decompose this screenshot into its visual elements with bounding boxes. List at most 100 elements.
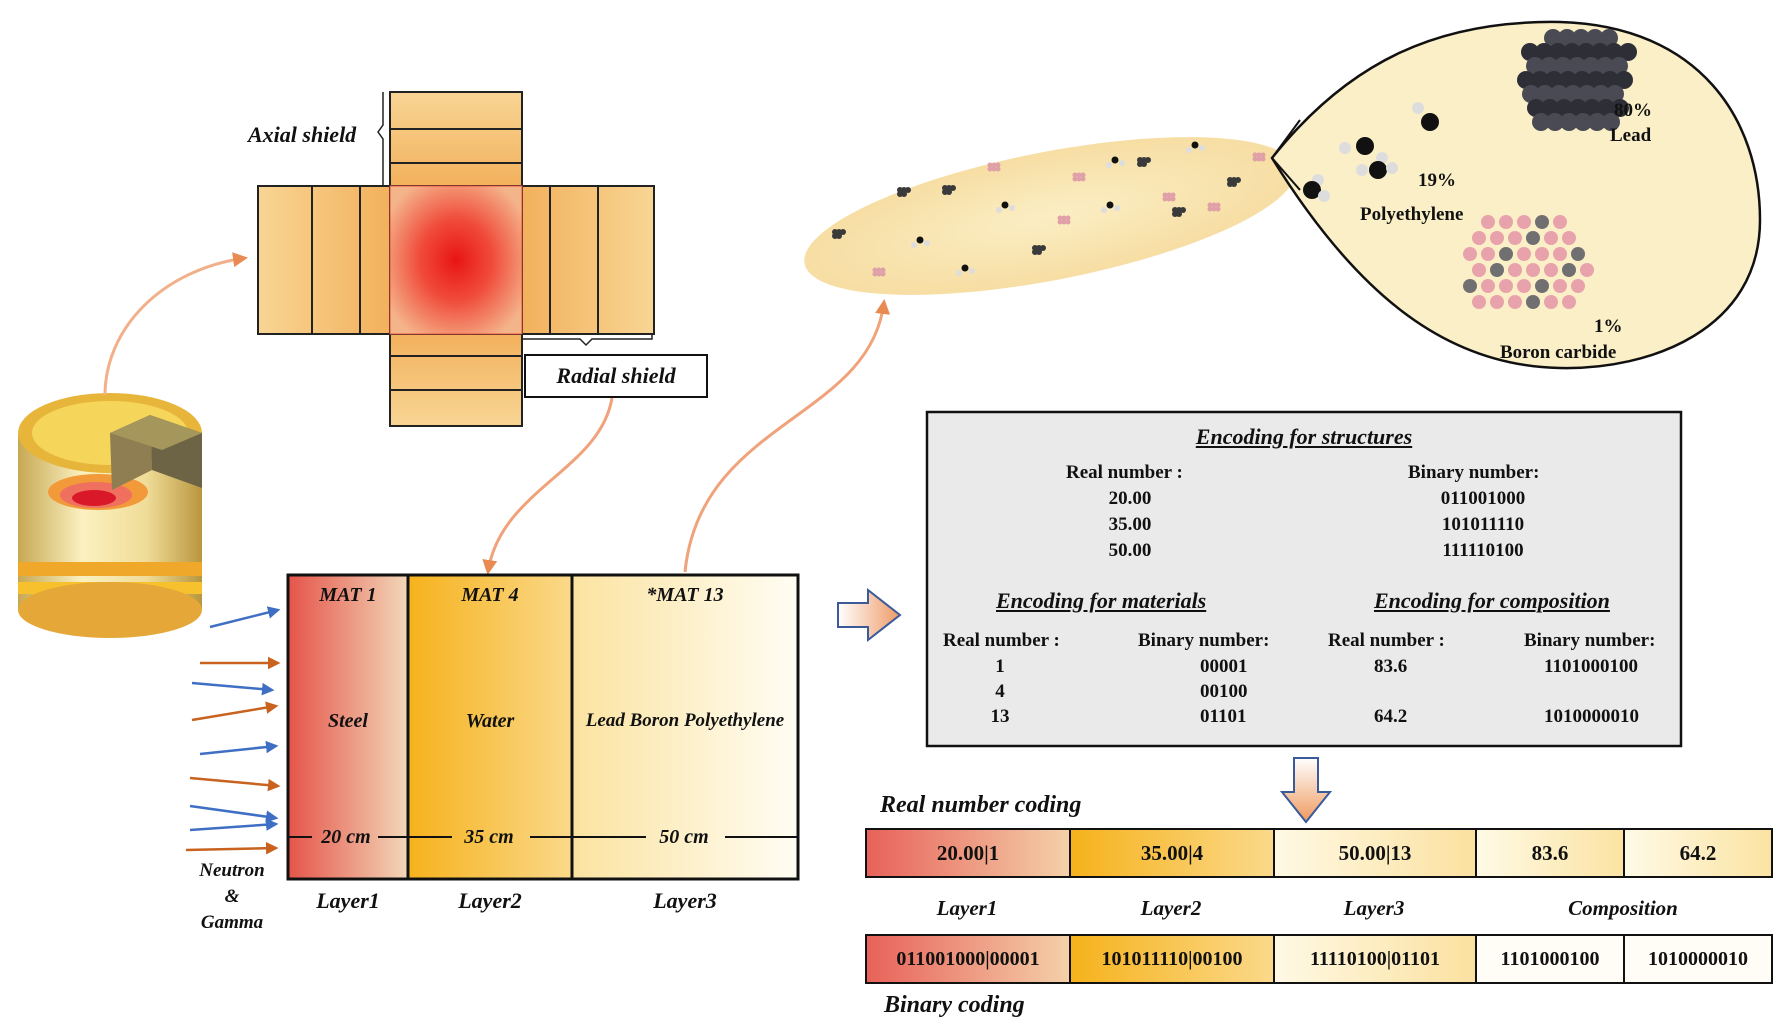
- lead-atom: [1610, 57, 1628, 75]
- boron-particle: [987, 166, 993, 172]
- materials-binary-0: 00001: [1200, 656, 1248, 677]
- lead-atom: [1596, 57, 1614, 75]
- lead-particle: [950, 185, 956, 191]
- boron-particle: [1215, 202, 1221, 208]
- boron-particle: [1170, 192, 1176, 198]
- boron-carbide-atom: [1526, 231, 1540, 245]
- lead-atom: [1535, 43, 1553, 61]
- boron-particle: [1207, 202, 1213, 208]
- boron-particle: [1076, 176, 1082, 182]
- lead-particle: [1180, 207, 1186, 213]
- layer1-label: Layer1: [316, 888, 380, 913]
- pe-particle: [1001, 201, 1009, 209]
- structures-real-header: Real number :: [1066, 462, 1183, 483]
- lead-atom: [1527, 99, 1545, 117]
- boron-particle: [1215, 206, 1221, 212]
- polyethylene-percent: 19%: [1418, 170, 1456, 191]
- binary-cell-comp2: 1010000010: [1625, 936, 1771, 982]
- polyethylene-molecule-icon: [1303, 102, 1439, 202]
- shield-cross: [257, 91, 655, 427]
- boron-particle: [1166, 196, 1172, 202]
- lead-particle: [1231, 181, 1237, 187]
- boron-particle: [876, 271, 882, 277]
- binary-cell-layer1: 011001000|00001: [867, 936, 1071, 982]
- pe-particle: [1101, 207, 1107, 213]
- lead-particle: [836, 233, 842, 239]
- lead-atom: [1545, 71, 1563, 89]
- boron-carbide-atom: [1535, 247, 1549, 261]
- lead-atom: [1541, 99, 1559, 117]
- boron-carbide-atom: [1472, 263, 1486, 277]
- layer3-name: Lead Boron Polyethylene: [585, 710, 785, 731]
- boron-particle: [991, 166, 997, 172]
- boron-carbide-atom: [1463, 279, 1477, 293]
- lead-atom: [1532, 113, 1550, 131]
- boron-particle: [1211, 202, 1217, 208]
- boron-carbide-icon: [1463, 215, 1594, 309]
- boron-particle: [1256, 152, 1262, 158]
- boron-carbide-atom: [1580, 263, 1594, 277]
- boron-carbide-atom: [1481, 279, 1495, 293]
- boron-carbide-atom: [1463, 247, 1477, 261]
- lead-atom: [1568, 57, 1586, 75]
- boron-carbide-atom: [1517, 279, 1531, 293]
- layer1-material: MAT 1: [319, 584, 377, 606]
- pe-particle: [1009, 205, 1015, 211]
- lead-atom: [1536, 85, 1554, 103]
- boron-particle: [876, 267, 882, 273]
- lead-atom: [1554, 57, 1572, 75]
- boron-particle: [1061, 215, 1067, 221]
- lead-atom: [1582, 57, 1600, 75]
- boron-carbide-atom: [1517, 247, 1531, 261]
- boron-particle: [1252, 156, 1258, 162]
- boron-particle: [1162, 192, 1168, 198]
- boron-carbide-atom: [1490, 295, 1504, 309]
- lead-atom: [1583, 99, 1601, 117]
- lead-atom: [1540, 57, 1558, 75]
- boron-carbide-atom: [1490, 263, 1504, 277]
- real-cell-layer1: 20.00|1: [867, 830, 1071, 876]
- lead-atom: [1606, 85, 1624, 103]
- boron-carbide-atom: [1508, 263, 1522, 277]
- materials-real-1: 4: [995, 681, 1005, 702]
- boron-carbide-atom: [1472, 231, 1486, 245]
- lead-atom: [1574, 113, 1592, 131]
- lead-atom: [1558, 29, 1576, 47]
- lead-particle: [1040, 245, 1046, 251]
- lead-percent: 80%: [1614, 100, 1652, 121]
- binary-cell-layer3: 11110100|01101: [1275, 936, 1477, 982]
- boron-carbide-atom: [1508, 231, 1522, 245]
- boron-particle: [1211, 206, 1217, 212]
- boron-carbide-atom: [1553, 247, 1567, 261]
- shield-slab: [286, 573, 800, 881]
- boron-particle: [1166, 192, 1172, 198]
- boron-particle: [1207, 206, 1213, 212]
- lead-atom: [1564, 85, 1582, 103]
- boron-particle: [1076, 172, 1082, 178]
- boron-carbide-percent: 1%: [1594, 316, 1623, 337]
- layer3-material: *MAT 13: [646, 584, 724, 606]
- radial-shield-label: Radial shield: [524, 354, 708, 398]
- boron-particle: [1057, 219, 1063, 225]
- lead-atom: [1522, 85, 1540, 103]
- radiation-label-and: &: [224, 886, 240, 907]
- boron-carbide-atom: [1499, 279, 1513, 293]
- pe-particle: [1191, 141, 1199, 149]
- structures-title: Encoding for structures: [1195, 424, 1413, 449]
- lead-atom: [1611, 99, 1629, 117]
- polyethylene-label: Polyethylene: [1360, 204, 1464, 225]
- right-block-arrow: [837, 587, 902, 643]
- composition-binary-1: 1010000010: [1544, 706, 1639, 727]
- lead-atom: [1549, 43, 1567, 61]
- lead-particle: [840, 229, 846, 235]
- lead-particle: [901, 191, 907, 197]
- pe-particle: [1106, 162, 1112, 168]
- lead-atom: [1588, 113, 1606, 131]
- boron-particle: [1072, 172, 1078, 178]
- materials-title: Encoding for materials: [996, 588, 1207, 613]
- composition-title: Encoding for composition: [1374, 588, 1610, 613]
- lead-atom: [1605, 43, 1623, 61]
- lead-atom: [1619, 43, 1637, 61]
- lead-atom: [1586, 29, 1604, 47]
